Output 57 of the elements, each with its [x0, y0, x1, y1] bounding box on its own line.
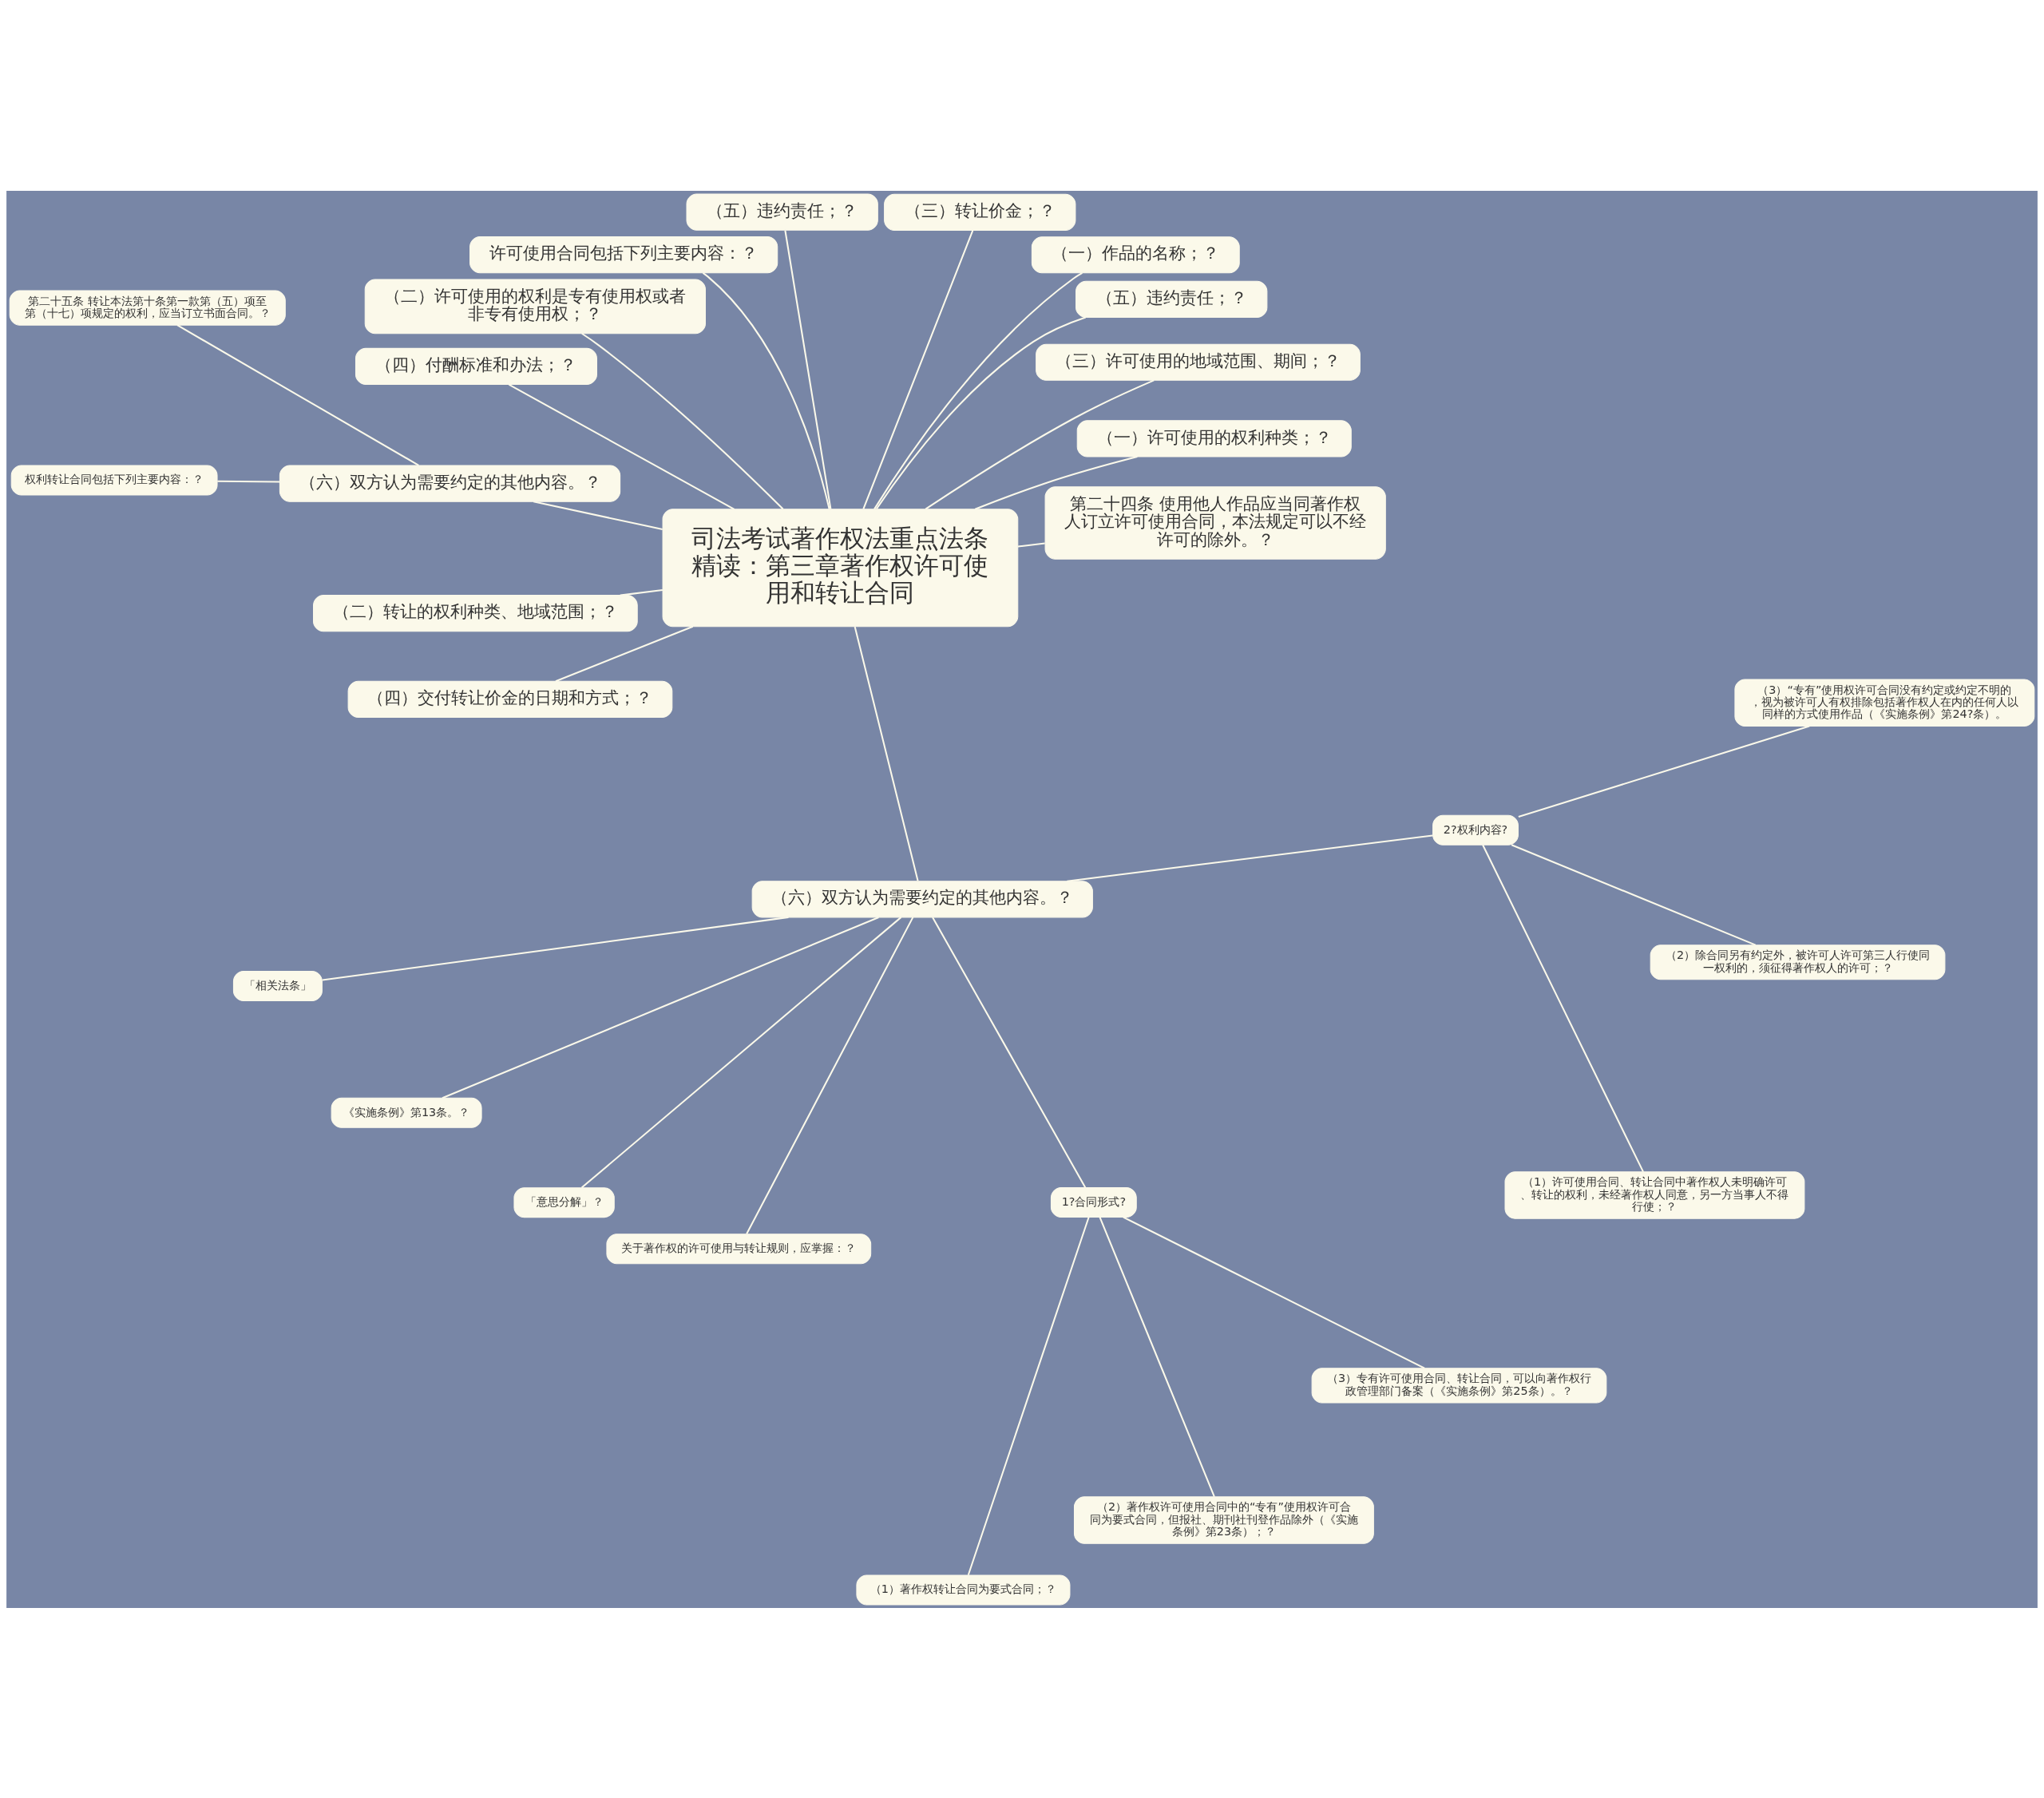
connector	[508, 383, 735, 510]
connector	[702, 271, 830, 509]
connector	[746, 916, 914, 1234]
connector	[873, 271, 1083, 509]
node-box: （六）双方认为需要约定的其他内容。？	[751, 880, 1093, 917]
node-box: （五）违约责任；？	[1075, 280, 1268, 318]
connector	[322, 916, 789, 981]
connector	[1123, 1216, 1425, 1369]
node-box: （1）许可使用合同、转让合同中著作权人未明确许可、转让的权利，未经著作权人同意，另一方当事人不得行使；？	[1504, 1170, 1805, 1219]
connector	[932, 916, 1087, 1188]
node-box: （3）“专有”使用权许可合同没有约定或约定不明的，视为被许可人有权排除包括著作权人在内的任何人以同样的方式使用作品（《实施条例》第24?条）。	[1734, 678, 2035, 727]
node-box: （一）许可使用的权利种类；？	[1076, 419, 1352, 457]
connector	[533, 500, 663, 530]
node-box: （2）除合同另有约定外，被许可人许可第三人行使同一权利的，须征得著作权人的许可；？	[1650, 944, 1946, 980]
node-box: （四）付酬标准和办法；？	[355, 347, 597, 385]
connector	[442, 916, 879, 1099]
connector	[854, 626, 919, 881]
node-box: （二）转让的权利种类、地域范围；？	[313, 594, 638, 632]
node-box: （三）转让价金；？	[884, 193, 1076, 231]
connector	[1099, 1216, 1215, 1497]
node-box: 许可使用合同包括下列主要内容：？	[469, 236, 778, 273]
node-box: （1）著作权转让合同为要式合同；？	[856, 1574, 1071, 1605]
node-box: （三）许可使用的地域范围、期间；？	[1036, 343, 1361, 381]
node-box: （一）作品的名称；？	[1031, 236, 1240, 273]
node-box: （六）双方认为需要约定的其他内容。？	[279, 464, 621, 502]
connector	[974, 455, 1138, 510]
connector	[862, 229, 974, 509]
connector	[620, 588, 664, 596]
node-box: 关于著作权的许可使用与转让规则，应掌握：？	[606, 1233, 872, 1264]
connector	[1511, 843, 1757, 946]
connector	[1518, 725, 1810, 818]
node-box: 司法考试著作权法重点法条精读：第三章著作权许可使用和转让合同	[662, 508, 1019, 627]
connector	[1482, 844, 1644, 1172]
connector	[784, 230, 832, 509]
node-box: 「相关法条」	[232, 970, 323, 1001]
connector	[875, 316, 1086, 509]
node-box: 1?合同形式?	[1050, 1186, 1137, 1218]
node-box: 权利转让合同包括下列主要内容：？	[10, 465, 218, 496]
connector	[555, 625, 694, 682]
node-box: 「意思分解」？	[513, 1186, 615, 1218]
connector	[580, 916, 902, 1188]
node-box: 第二十四条 使用他人作品应当同著作权人订立许可使用合同，本法规定可以不经许可的除外。？	[1044, 485, 1386, 560]
node-box: （2）著作权许可使用合同中的“专有”使用权许可合同为要式合同，但报社、期刊社刊登作品除外（《实施条例》第23条）；？	[1073, 1495, 1374, 1544]
connector	[581, 332, 784, 509]
connector	[1067, 834, 1433, 882]
node-box: 第二十五条 转让本法第十条第一款第（五）项至第（十七）项规定的权利，应当订立书面合同。？	[9, 290, 286, 326]
connector	[217, 480, 280, 483]
connector	[967, 1216, 1090, 1575]
connector	[1017, 542, 1045, 548]
node-box: （五）违约责任；？	[686, 193, 878, 231]
connector	[925, 378, 1155, 509]
node-box: 《实施条例》第13条。？	[331, 1097, 482, 1128]
node-box: 2?权利内容?	[1432, 814, 1519, 846]
node-box: （3）专有许可使用合同、转让合同，可以向著作权行政管理部门备案（《实施条例》第25条）。？	[1311, 1367, 1607, 1403]
node-box: （四）交付转让价金的日期和方式；？	[347, 680, 673, 718]
node-box: （二）许可使用的权利是专有使用权或者非专有使用权；？	[364, 278, 706, 334]
connector	[176, 323, 419, 466]
